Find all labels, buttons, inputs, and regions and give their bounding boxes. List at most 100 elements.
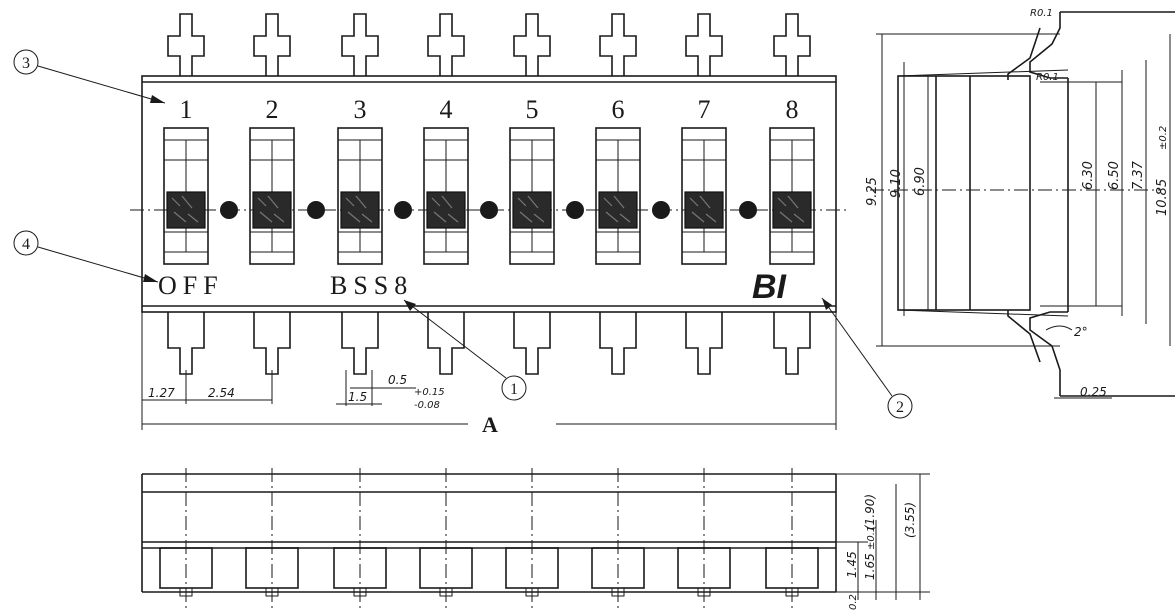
switch-number: 1 — [180, 95, 193, 124]
switch-actuator[interactable] — [337, 127, 383, 265]
bottom-pad — [505, 468, 559, 608]
top-pin — [599, 13, 637, 76]
bottom-pin — [599, 312, 637, 375]
svg-text:2: 2 — [896, 399, 904, 416]
view-label: A — [482, 412, 498, 437]
dim-side-7: 10.85 — [1155, 179, 1170, 216]
bottom-pin — [427, 312, 465, 375]
bottom-pad — [419, 468, 473, 608]
bottom-pin — [513, 312, 551, 375]
top-pin — [513, 13, 551, 76]
callout-4 — [13, 230, 39, 256]
dim-side-7-tol: ±0.2 — [1158, 126, 1169, 150]
switch-number: 3 — [354, 95, 367, 124]
bottom-pin — [685, 312, 723, 375]
actuators — [163, 127, 815, 265]
top-pin — [341, 13, 379, 76]
dim-side-2: 9.10 — [889, 169, 904, 198]
actuator-knob — [772, 191, 812, 229]
dim-side-3: 6.90 — [913, 167, 928, 196]
switch-number: 8 — [786, 95, 799, 124]
actuator-knob — [252, 191, 292, 229]
switch-actuator[interactable] — [595, 127, 641, 265]
actuator-knob — [166, 191, 206, 229]
bottom-pin — [167, 312, 205, 375]
dim-bottom-h2-tol: ±0.1 — [866, 526, 877, 550]
switch-actuator[interactable] — [249, 127, 295, 265]
actuator-knob — [340, 191, 380, 229]
callout-2 — [887, 393, 913, 419]
bottom-pad — [333, 468, 387, 608]
svg-text:1: 1 — [510, 381, 518, 398]
part-label: BSS8 — [330, 271, 413, 300]
dim-bottom-h3: (1.90) — [863, 494, 877, 530]
brand-logo: BI — [752, 268, 788, 306]
dim-bottom-h1: 1.45 — [845, 551, 859, 578]
separator-dot — [739, 201, 757, 219]
dim-bottom-h4: (3.55) — [903, 502, 917, 538]
svg-text:3: 3 — [22, 55, 30, 72]
bottom-view: 1.45 1.65 ±0.1 (1.90) (3.55) 0.2 — [141, 468, 930, 610]
dim-bottom-h2: 1.65 — [863, 553, 877, 580]
separator-dot — [566, 201, 584, 219]
dim-angle: 2° — [1074, 325, 1088, 339]
switch-number: 7 — [698, 95, 711, 124]
dim-side-1: 9.25 — [865, 177, 880, 206]
bottom-pads — [159, 468, 819, 608]
dim-pitch: 2.54 — [208, 386, 235, 400]
bottom-pad — [591, 468, 645, 608]
actuator-knob — [684, 191, 724, 229]
actuator-knob — [598, 191, 638, 229]
dim-pin-span: 1.5 — [348, 390, 367, 404]
switch-actuator[interactable] — [163, 127, 209, 265]
callout-3 — [13, 49, 39, 75]
dim-side-4: 6.30 — [1081, 161, 1096, 190]
dim-side-6: 7.37 — [1131, 160, 1146, 190]
separator-dot — [394, 201, 412, 219]
switch-numbers: 1 2 3 4 5 6 7 8 — [180, 95, 799, 124]
dim-pin-tol-minus: -0.08 — [414, 400, 440, 411]
switch-number: 4 — [440, 95, 453, 124]
separator-dot — [307, 201, 325, 219]
switch-number: 5 — [526, 95, 539, 124]
separator-dot — [652, 201, 670, 219]
top-pin — [167, 13, 205, 76]
switch-actuator[interactable] — [681, 127, 727, 265]
dim-side-5: 6.50 — [1107, 161, 1122, 190]
top-pin — [253, 13, 291, 76]
top-pin — [427, 13, 465, 76]
bottom-pin — [773, 312, 811, 375]
dim-radius-2: R0.1 — [1036, 72, 1059, 83]
bottom-pad — [159, 468, 213, 608]
dim-thickness: 0.25 — [1080, 385, 1107, 399]
switch-actuator[interactable] — [769, 127, 815, 265]
bottom-pad — [245, 468, 299, 608]
svg-text:4: 4 — [22, 236, 30, 253]
switch-number: 6 — [612, 95, 625, 124]
separator-dot — [480, 201, 498, 219]
bottom-pad — [677, 468, 731, 608]
dim-pitch-first: 1.27 — [148, 386, 175, 400]
separator-dot — [220, 201, 238, 219]
dim-pin-width: 0.5 — [388, 373, 407, 387]
actuator-knob — [512, 191, 552, 229]
top-pin — [773, 13, 811, 76]
bottom-pin — [341, 312, 379, 375]
side-view: 9.25 9.10 6.90 6.30 6.50 7.37 10.85 ±0.2… — [865, 8, 1175, 399]
callout-1 — [501, 375, 527, 401]
switch-number: 2 — [266, 95, 279, 124]
dim-pin-tol-plus: +0.15 — [414, 387, 445, 398]
dim-radius-1: R0.1 — [1030, 8, 1053, 19]
bottom-pad — [765, 468, 819, 608]
actuator-knob — [426, 191, 466, 229]
dim-bottom-h5: 0.2 — [848, 594, 859, 610]
top-pins — [167, 13, 811, 76]
switch-actuator[interactable] — [509, 127, 555, 265]
side-body — [897, 75, 1031, 311]
top-pin — [685, 13, 723, 76]
bottom-pin — [253, 312, 291, 375]
switch-actuator[interactable] — [423, 127, 469, 265]
dip-switch-body — [141, 75, 837, 313]
